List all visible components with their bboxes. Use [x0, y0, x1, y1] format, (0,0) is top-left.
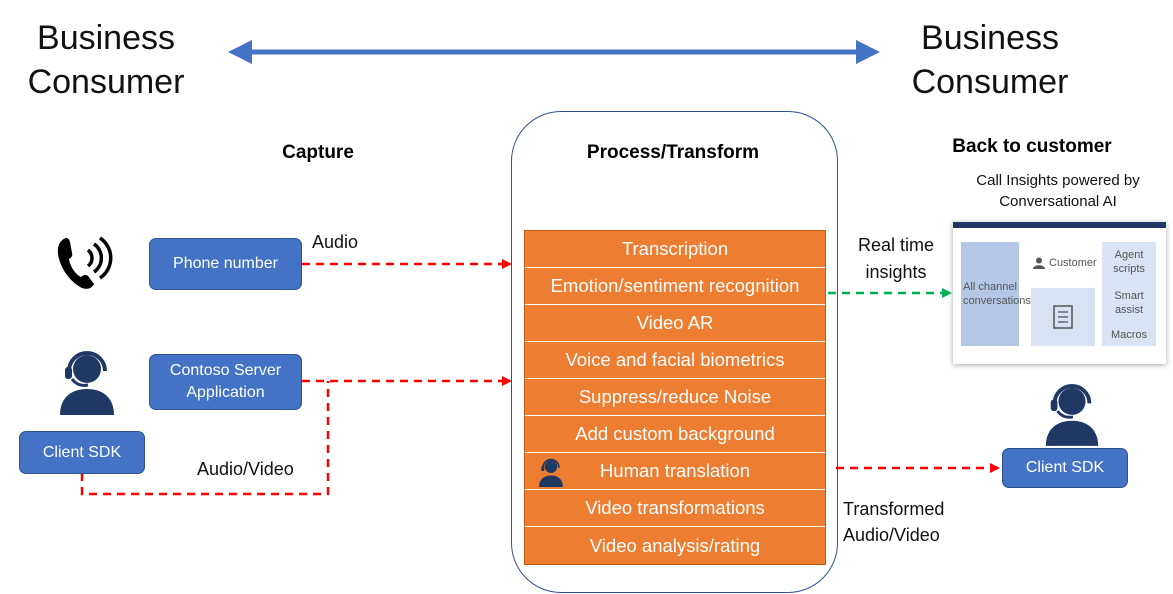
agent-tools-column: Agent scripts Smart assist Macros — [1102, 242, 1156, 346]
business-consumer-double-arrow — [228, 40, 880, 64]
macros-label: Macros — [1110, 329, 1148, 341]
transformed-audio-video-label: Transformed Audio/Video — [843, 499, 945, 545]
process-row-label: Video analysis/rating — [589, 534, 761, 556]
process-row-label: Video AR — [636, 312, 714, 333]
customer-card — [1031, 288, 1095, 346]
audio-label: Audio — [312, 232, 359, 252]
contoso-server-app-box: Contoso Server Application — [149, 354, 302, 410]
realtime-insights-label: Real time insights — [857, 235, 935, 282]
process-row-human-translation: Human translation — [525, 453, 825, 490]
process-row-video-ar: Video AR — [525, 305, 825, 342]
agent-scripts-label: Agent scripts — [1113, 249, 1145, 275]
all-channel-column: All channel conversations — [961, 242, 1031, 346]
process-row-video-transformations: Video transformations — [525, 490, 825, 527]
audio-video-label: Audio/Video — [197, 459, 294, 479]
person-icon — [1033, 257, 1045, 269]
process-row-label: Video transformations — [585, 497, 765, 518]
process-row-noise: Suppress/reduce Noise — [525, 379, 825, 416]
process-row-label: Transcription — [621, 238, 729, 259]
agent-headset-icon — [56, 347, 118, 415]
call-insights-caption: Call Insights powered by Conversational … — [976, 172, 1140, 210]
process-row-emotion: Emotion/sentiment recognition — [525, 268, 825, 305]
phone-number-box: Phone number — [149, 238, 302, 290]
process-row-transcription: Transcription — [525, 231, 825, 268]
process-row-label: Human translation — [599, 460, 751, 481]
process-row-video-analysis: Video analysis/rating — [525, 527, 825, 564]
process-row-background: Add custom background — [525, 416, 825, 453]
panel-top-bar — [953, 222, 1166, 228]
process-row-biometrics: Voice and facial biometrics — [525, 342, 825, 379]
client-sdk-left-box: Client SDK — [19, 431, 145, 474]
client-sdk-path — [80, 381, 330, 496]
process-transform-container — [511, 111, 838, 593]
customer-label: Customer — [1049, 257, 1097, 269]
document-list-icon — [1053, 305, 1073, 329]
process-row-label: Add custom background — [575, 423, 775, 444]
phone-ringing-icon — [52, 232, 114, 292]
left-business-consumer-title: Business Consumer — [27, 19, 185, 101]
capture-header: Capture — [282, 142, 354, 163]
call-insights-panel: All channel conversations Customer Agent… — [953, 222, 1166, 364]
process-row-label: Emotion/sentiment recognition — [550, 275, 800, 296]
process-row-label: Suppress/reduce Noise — [578, 386, 772, 407]
process-header: Process/Transform — [586, 142, 760, 163]
smart-assist-label: Smart assist — [1114, 290, 1144, 316]
translator-headset-icon — [539, 458, 563, 487]
process-row-label: Voice and facial biometrics — [565, 349, 785, 370]
customer-row: Customer — [1033, 256, 1097, 270]
right-business-consumer-title: Business Consumer — [911, 19, 1069, 101]
process-stack: Transcription Emotion/sentiment recognit… — [524, 230, 826, 565]
all-channel-label: All channel conversations — [963, 281, 1031, 307]
client-sdk-right-box: Client SDK — [1002, 448, 1128, 488]
back-to-customer-header: Back to customer — [952, 136, 1112, 157]
customer-agent-headset-icon — [1042, 380, 1102, 446]
